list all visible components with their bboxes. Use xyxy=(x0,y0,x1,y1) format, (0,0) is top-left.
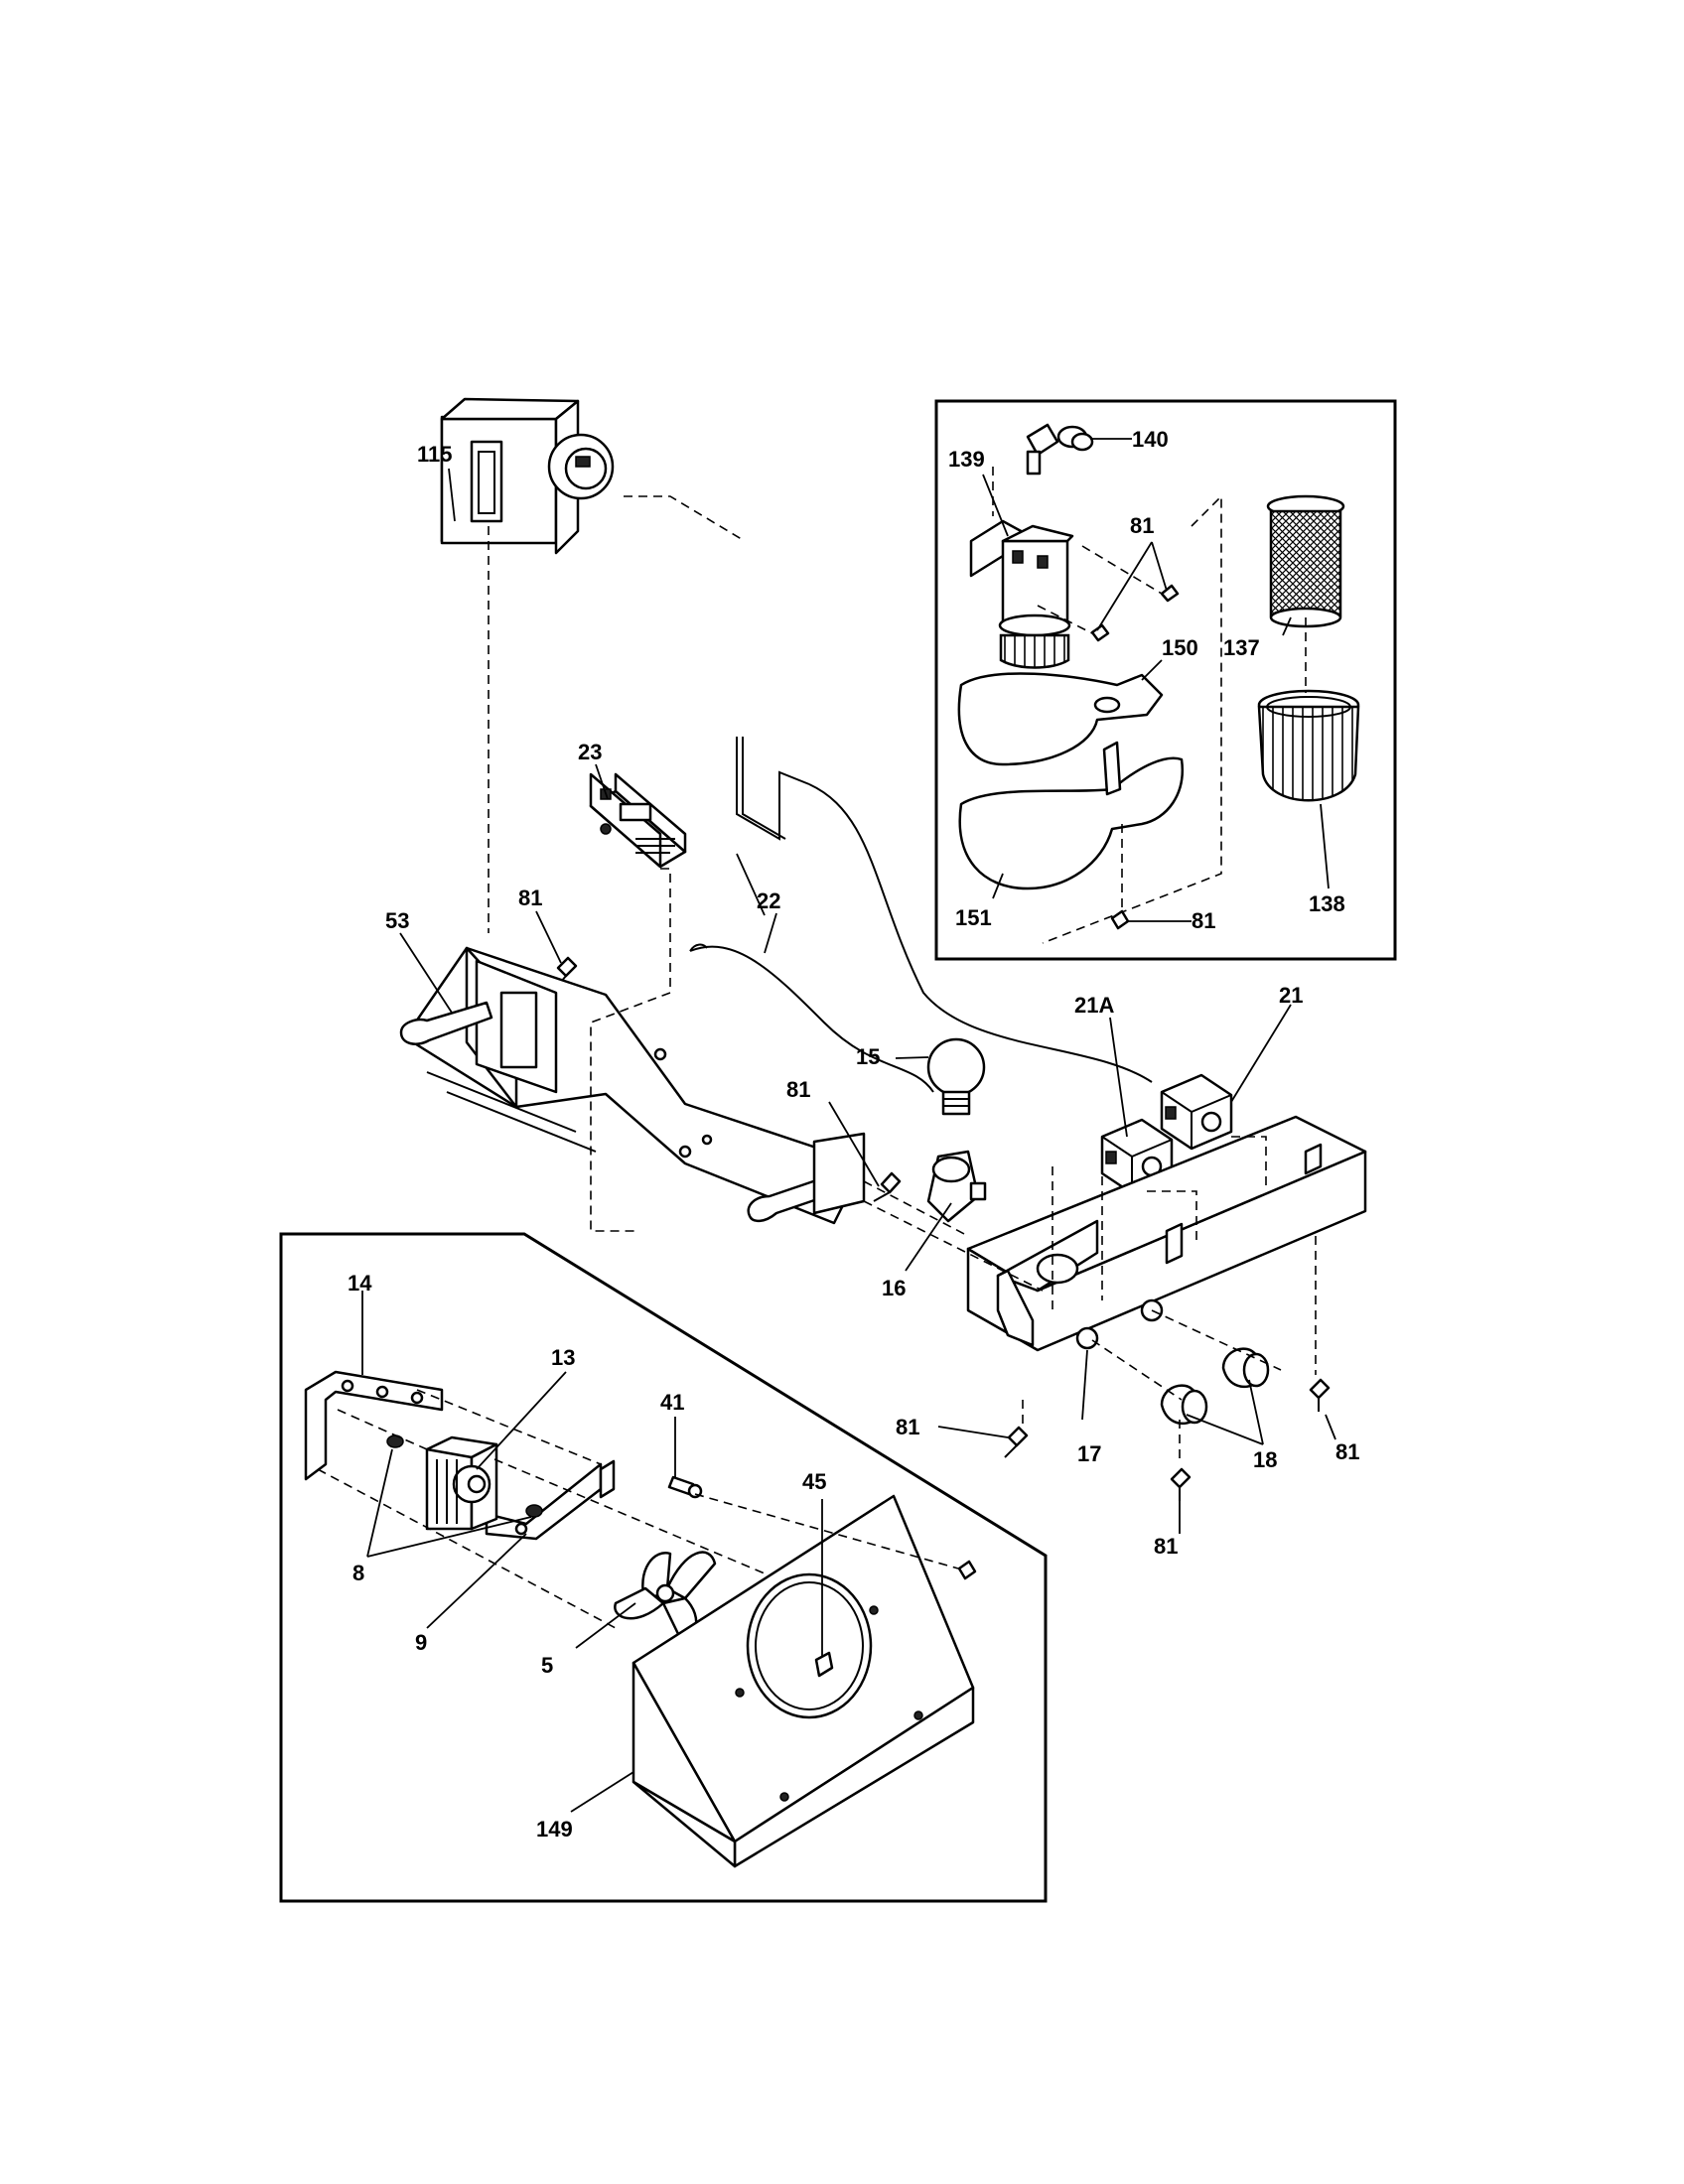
callout-17: 17 xyxy=(1077,1441,1101,1466)
part-15-light-bulb xyxy=(926,1037,986,1116)
callout-81-filter-a: 81 xyxy=(1130,513,1154,538)
part-115-ice-module xyxy=(440,397,615,555)
callout-81-socket: 81 xyxy=(786,1077,810,1102)
assembly-dashed-lines xyxy=(317,467,1317,1629)
callout-81-board: 81 xyxy=(518,886,542,910)
callout-labels: 115 23 81 53 22 15 81 16 21A 21 17 18 81… xyxy=(348,427,1359,1842)
callout-16: 16 xyxy=(882,1276,906,1300)
part-150-filter-cover-upper xyxy=(957,672,1164,766)
fan-assembly-inset-frame xyxy=(279,1232,1048,1903)
part-18-knobs xyxy=(1160,1347,1270,1426)
callout-15: 15 xyxy=(856,1044,880,1069)
part-21-switch xyxy=(1160,1073,1233,1151)
callout-81-housing-mid: 81 xyxy=(1154,1534,1178,1559)
callout-leader-lines xyxy=(361,438,1336,1813)
callout-81-filter-b: 81 xyxy=(1192,908,1215,933)
callout-81-housing-left: 81 xyxy=(896,1415,919,1439)
part-9-clip xyxy=(599,1459,616,1499)
part-139-filter-head xyxy=(969,519,1074,669)
callout-13: 13 xyxy=(551,1345,575,1370)
callout-139: 139 xyxy=(948,447,985,472)
part-81-screw-socket xyxy=(873,1171,902,1202)
part-13-fan-motor xyxy=(425,1435,498,1531)
callout-14: 14 xyxy=(348,1271,372,1296)
callout-9: 9 xyxy=(415,1630,427,1655)
part-81-screw-filter-lower xyxy=(1110,909,1130,930)
part-53-dispenser-bracket xyxy=(399,946,866,1225)
part-17-switch-housing xyxy=(966,1115,1367,1352)
part-16-lamp-socket xyxy=(926,1150,987,1223)
part-23-control-board xyxy=(589,772,687,869)
callout-22: 22 xyxy=(757,888,780,913)
callout-140: 140 xyxy=(1132,427,1169,452)
part-22-actuator-rod xyxy=(689,737,1153,1093)
callout-115: 115 xyxy=(417,442,453,467)
callout-21: 21 xyxy=(1279,983,1303,1008)
part-41-screw xyxy=(667,1475,703,1499)
part-81-screws-housing xyxy=(1004,1378,1331,1501)
callout-5: 5 xyxy=(541,1653,553,1678)
callout-53: 53 xyxy=(385,908,409,933)
part-151-filter-cover-lower xyxy=(958,741,1185,890)
callout-18: 18 xyxy=(1253,1447,1277,1472)
part-140-elbow-fitting xyxy=(1026,423,1094,476)
callout-150: 150 xyxy=(1162,635,1198,660)
part-45-screw xyxy=(814,1560,977,1678)
callout-23: 23 xyxy=(578,740,602,764)
callout-81-housing-right: 81 xyxy=(1335,1439,1359,1464)
part-5-fan-blade xyxy=(614,1551,717,1640)
callout-8: 8 xyxy=(352,1561,364,1585)
callout-151: 151 xyxy=(955,905,992,930)
callout-45: 45 xyxy=(802,1469,826,1494)
water-filter-inset-frame xyxy=(934,399,1397,961)
callout-138: 138 xyxy=(1309,891,1345,916)
callout-149: 149 xyxy=(536,1817,573,1842)
part-138-filter-housing xyxy=(1257,689,1360,802)
callout-41: 41 xyxy=(660,1390,684,1415)
part-81-screws-filter-head xyxy=(1090,584,1180,642)
callout-137: 137 xyxy=(1223,635,1260,660)
callout-21A: 21A xyxy=(1074,993,1114,1018)
part-149-fan-shroud xyxy=(632,1494,975,1868)
part-137-filter-cartridge xyxy=(1266,494,1345,628)
